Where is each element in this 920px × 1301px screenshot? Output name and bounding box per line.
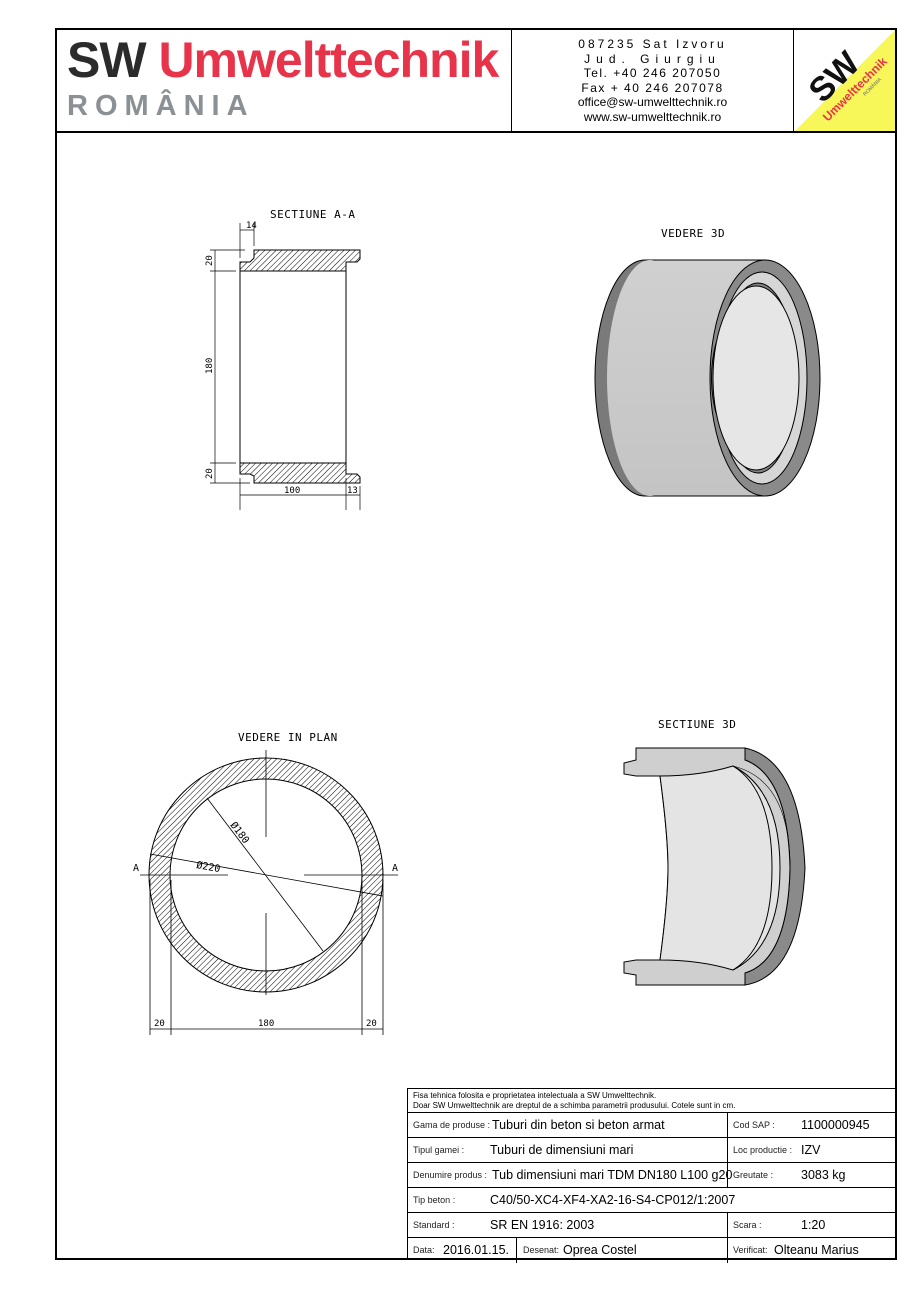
data-value: 2016.01.15. bbox=[443, 1243, 510, 1257]
brand-country: ROMÂNIA bbox=[67, 90, 255, 122]
dim-14: 14 bbox=[246, 221, 257, 231]
tip-gamei-value: Tuburi de dimensiuni mari bbox=[490, 1143, 634, 1157]
greutate-value: 3083 kg bbox=[801, 1168, 846, 1182]
section-3d-drawing bbox=[623, 747, 806, 986]
desenat-label: Desenat: bbox=[523, 1245, 560, 1255]
dim-outer-diameter: Ø220 bbox=[195, 859, 221, 875]
header: SW Umwelttechnik ROMÂNIA 087235 Sat Izvo… bbox=[57, 30, 895, 133]
cod-sap-label: Cod SAP : bbox=[733, 1120, 775, 1130]
dim-20-top: 20 bbox=[205, 255, 215, 266]
row-standard: Standard : SR EN 1916: 2003 Scara : 1:20 bbox=[408, 1213, 896, 1238]
cod-sap-value: 1100000945 bbox=[801, 1118, 870, 1132]
dim-100: 100 bbox=[284, 486, 300, 496]
note-ownership: Fisa tehnica folosita e proprietatea int… bbox=[413, 1091, 657, 1100]
loc-productie-label: Loc productie : bbox=[733, 1145, 793, 1155]
section-mark-right: A bbox=[392, 863, 398, 874]
brand-name: Umwelttechnik bbox=[158, 32, 499, 88]
address-line-2: Jud. Giurgiu bbox=[584, 51, 721, 66]
denumire-value: Tub dimensiuni mari TDM DN180 L100 g20 bbox=[492, 1168, 733, 1182]
brand-sw: SW bbox=[67, 32, 147, 88]
email-link[interactable]: office@sw-umwelttechnik.ro bbox=[577, 95, 728, 109]
verificat-value: Olteanu Marius bbox=[774, 1243, 859, 1257]
denumire-label: Denumire produs : bbox=[413, 1170, 488, 1180]
row-tip-gamei: Tipul gamei : Tuburi de dimensiuni mari … bbox=[408, 1138, 896, 1163]
section-top-wall bbox=[239, 249, 361, 272]
scara-label: Scara : bbox=[733, 1220, 762, 1230]
plan-view-title: VEDERE IN PLAN bbox=[238, 731, 338, 744]
section-aa-title: SECTIUNE A-A bbox=[270, 208, 356, 221]
company-logo: SW Umwelttechnik ROMÂNIA bbox=[795, 30, 895, 131]
data-label: Data: bbox=[413, 1245, 435, 1255]
tip-beton-value: C40/50-XC4-XF4-XA2-16-S4-CP012/1:2007 bbox=[490, 1193, 736, 1207]
dim-plan-180: 180 bbox=[258, 1019, 274, 1029]
dim-20-bottom: 20 bbox=[205, 468, 215, 479]
plan-view-drawing bbox=[140, 750, 398, 1035]
section-mark-left: A bbox=[133, 863, 139, 874]
verificat-label: Verificat: bbox=[733, 1245, 768, 1255]
standard-value: SR EN 1916: 2003 bbox=[490, 1218, 595, 1232]
contact-info: 087235 Sat Izvoru Jud. Giurgiu Tel. +40 … bbox=[511, 30, 794, 131]
phone: Tel. +40 246 207050 bbox=[583, 66, 722, 80]
desenat-value: Oprea Costel bbox=[563, 1243, 637, 1257]
address-line-1: 087235 Sat Izvoru bbox=[578, 37, 727, 51]
tip-gamei-label: Tipul gamei : bbox=[413, 1145, 465, 1155]
dim-plan-right-20: 20 bbox=[366, 1019, 377, 1029]
note-units: Doar SW Umwelttechnik are dreptul de a s… bbox=[413, 1101, 736, 1110]
title-block-notes: Fisa tehnica folosita e proprietatea int… bbox=[408, 1089, 896, 1113]
row-denumire: Denumire produs : Tub dimensiuni mari TD… bbox=[408, 1163, 896, 1188]
view-3d-title: VEDERE 3D bbox=[661, 227, 726, 240]
dim-13: 13 bbox=[347, 486, 358, 496]
section-bottom-wall bbox=[239, 462, 361, 484]
gama-label: Gama de produse : bbox=[413, 1120, 491, 1130]
row-signatures: Data: 2016.01.15. Desenat: Oprea Costel … bbox=[408, 1238, 896, 1263]
scara-value: 1:20 bbox=[801, 1218, 826, 1232]
gama-value: Tuburi din beton si beton armat bbox=[492, 1118, 665, 1132]
section-aa-drawing bbox=[210, 223, 361, 510]
website-link[interactable]: www.sw-umwelttechnik.ro bbox=[583, 109, 722, 124]
title-block: Fisa tehnica folosita e proprietatea int… bbox=[407, 1088, 896, 1263]
dim-plan-left-20: 20 bbox=[154, 1019, 165, 1029]
tip-beton-label: Tip beton : bbox=[413, 1195, 456, 1205]
row-tip-beton: Tip beton : C40/50-XC4-XF4-XA2-16-S4-CP0… bbox=[408, 1188, 896, 1213]
standard-label: Standard : bbox=[413, 1220, 455, 1230]
brand-logo-text: SW Umwelttechnik bbox=[67, 32, 499, 88]
fax: Fax + 40 246 207078 bbox=[581, 80, 724, 95]
section-3d-title: SECTIUNE 3D bbox=[658, 718, 737, 731]
loc-productie-value: IZV bbox=[801, 1143, 821, 1157]
greutate-label: Greutate : bbox=[733, 1170, 774, 1180]
row-gama: Gama de produse : Tuburi din beton si be… bbox=[408, 1113, 896, 1138]
page-border bbox=[55, 28, 897, 1260]
view-3d-drawing bbox=[594, 259, 821, 497]
dim-180-vertical: 180 bbox=[205, 358, 215, 374]
